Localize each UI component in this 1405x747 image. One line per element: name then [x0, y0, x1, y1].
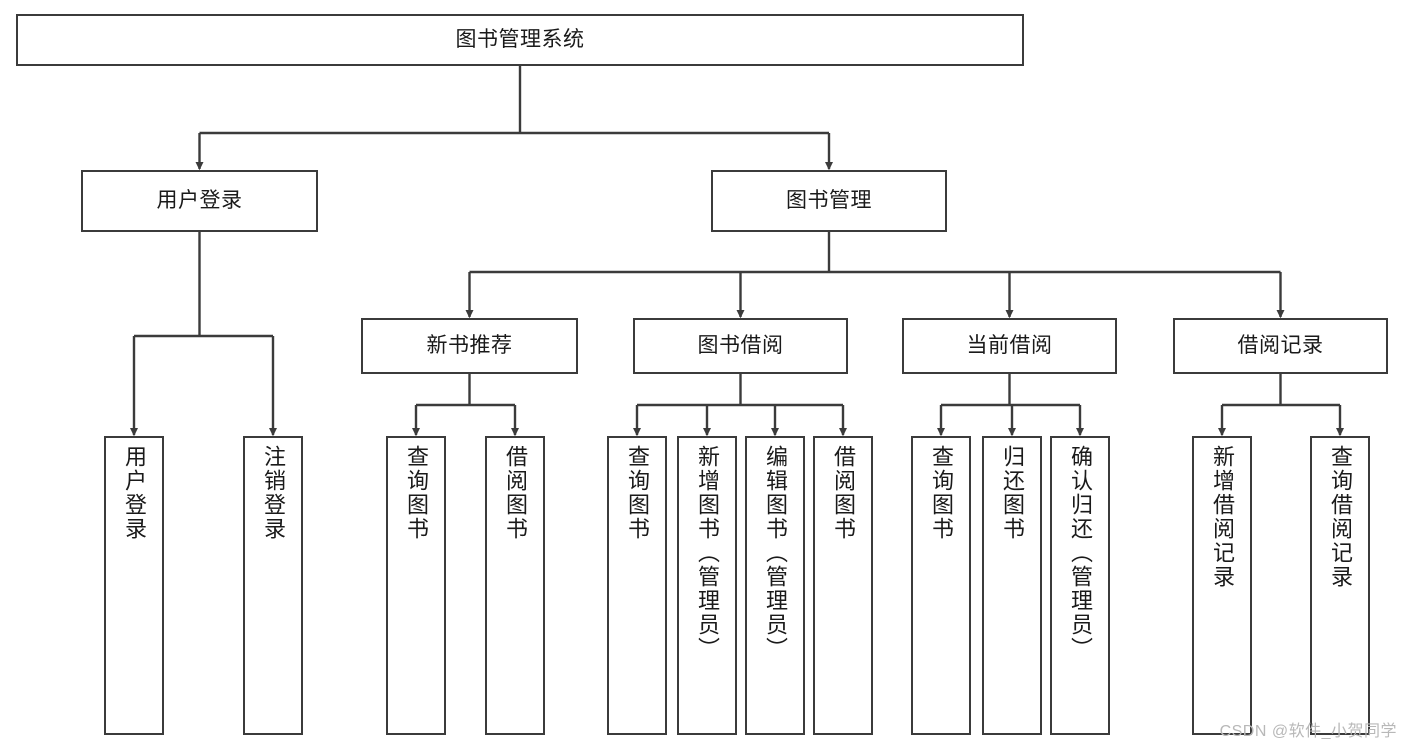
node-label: 查询图书: [404, 445, 429, 541]
node-label: 查询图书: [625, 445, 650, 541]
node-label: 注销登录: [261, 445, 286, 541]
node-book-borrow[interactable]: 图书借阅: [633, 318, 848, 374]
node-root[interactable]: 图书管理系统: [16, 14, 1024, 66]
node-leaf-edit-book[interactable]: 编辑图书（管理员）: [745, 436, 805, 735]
node-label: 借阅图书: [831, 445, 856, 541]
node-leaf-query-record[interactable]: 查询借阅记录: [1310, 436, 1370, 735]
node-label: 查询借阅记录: [1328, 445, 1353, 589]
node-leaf-query-book-2[interactable]: 查询图书: [607, 436, 667, 735]
node-label: 新增图书（管理员）: [695, 445, 720, 661]
node-leaf-query-book-1[interactable]: 查询图书: [386, 436, 446, 735]
node-leaf-query-book-3[interactable]: 查询图书: [911, 436, 971, 735]
node-user-login[interactable]: 用户登录: [81, 170, 318, 232]
node-borrow-record[interactable]: 借阅记录: [1173, 318, 1388, 374]
watermark-text: CSDN @软件_小贺同学: [1219, 723, 1397, 740]
node-book-manage[interactable]: 图书管理: [711, 170, 947, 232]
node-label: 借阅图书: [503, 445, 528, 541]
node-label: 图书借阅: [697, 333, 784, 357]
node-new-book-rec[interactable]: 新书推荐: [361, 318, 578, 374]
node-leaf-return-book[interactable]: 归还图书: [982, 436, 1042, 735]
node-label: 确认归还（管理员）: [1068, 445, 1093, 661]
node-leaf-borrow-book-1[interactable]: 借阅图书: [485, 436, 545, 735]
node-leaf-confirm-return[interactable]: 确认归还（管理员）: [1050, 436, 1110, 735]
node-label: 新书推荐: [426, 333, 513, 357]
node-label: 借阅记录: [1237, 333, 1324, 357]
node-label: 用户登录: [122, 445, 147, 541]
node-label: 用户登录: [156, 188, 243, 212]
node-label: 查询图书: [929, 445, 954, 541]
node-leaf-user-login[interactable]: 用户登录: [104, 436, 164, 735]
node-label: 归还图书: [1000, 445, 1025, 541]
node-label: 编辑图书（管理员）: [763, 445, 788, 661]
node-label: 图书管理: [786, 188, 872, 212]
node-current-borrow[interactable]: 当前借阅: [902, 318, 1117, 374]
node-leaf-user-logout[interactable]: 注销登录: [243, 436, 303, 735]
node-label: 当前借阅: [966, 333, 1053, 357]
node-leaf-add-book[interactable]: 新增图书（管理员）: [677, 436, 737, 735]
node-leaf-add-record[interactable]: 新增借阅记录: [1192, 436, 1252, 735]
node-label: 图书管理系统: [455, 27, 585, 51]
node-label: 新增借阅记录: [1210, 445, 1235, 589]
node-leaf-borrow-book-2[interactable]: 借阅图书: [813, 436, 873, 735]
